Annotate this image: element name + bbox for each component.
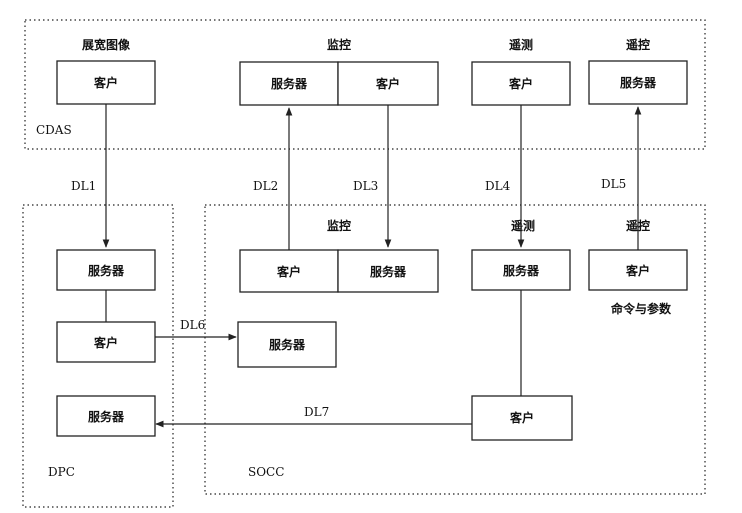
dpc-client-box: 客户 [56,321,156,363]
dpc-region [22,204,174,508]
box-label: 客户 [508,76,533,91]
socc-telecontrol-client-box: 客户 [588,249,688,291]
cdas-monitor-heading: 监控 [327,37,351,52]
box-label: 服务器 [370,264,407,279]
box-label: 服务器 [269,337,306,352]
socc-region [204,204,706,495]
socc-monitor-client-box: 客户 [239,249,339,293]
box-label: 客户 [276,264,301,279]
box-label: 服务器 [503,263,540,278]
dl3-label: DL3 [353,179,378,193]
box-label: 客户 [625,263,650,278]
dpc-server-bottom-box: 服务器 [56,395,156,437]
box-label: 服务器 [620,75,657,90]
dl2-label: DL2 [253,179,278,193]
socc-dl7-client-box: 客户 [471,395,573,441]
box-label: 服务器 [88,263,125,278]
dl6-label: DL6 [180,318,205,332]
cdas-monitor-client-box: 客户 [337,61,439,106]
cdas-imaging-heading: 展宽图像 [82,37,131,52]
cdas-telemetry-client-box: 客户 [471,61,571,106]
cdas-telecontrol-heading: 遥控 [626,37,650,52]
dpc-server-top-box: 服务器 [56,249,156,291]
box-label: 客户 [93,75,118,90]
box-label: 客户 [93,335,118,350]
socc-monitor-heading: 监控 [327,218,351,233]
socc-monitor-server-box: 服务器 [337,249,439,293]
cdas-telecontrol-server-box: 服务器 [588,60,688,105]
socc-telemetry-heading: 遥测 [511,218,535,233]
cdas-telemetry-heading: 遥测 [509,37,533,52]
cdas-region [24,19,706,150]
dl1-label: DL1 [71,179,96,193]
socc-dl6-server-box: 服务器 [237,321,337,368]
box-label: 服务器 [271,76,308,91]
box-label: 客户 [509,410,534,425]
socc-region-label: SOCC [248,465,284,479]
dpc-region-label: DPC [48,465,75,479]
command-parameters-caption: 命令与参数 [610,301,672,316]
dl5-label: DL5 [601,177,626,191]
box-label: 服务器 [88,409,125,424]
cdas-region-label: CDAS [36,123,72,137]
dl7-label: DL7 [304,405,329,419]
box-label: 客户 [375,76,400,91]
cdas-monitor-server-box: 服务器 [239,61,339,106]
cdas-imaging-client-box: 客户 [56,60,156,105]
dl4-label: DL4 [485,179,511,193]
socc-telemetry-server-box: 服务器 [471,249,571,291]
